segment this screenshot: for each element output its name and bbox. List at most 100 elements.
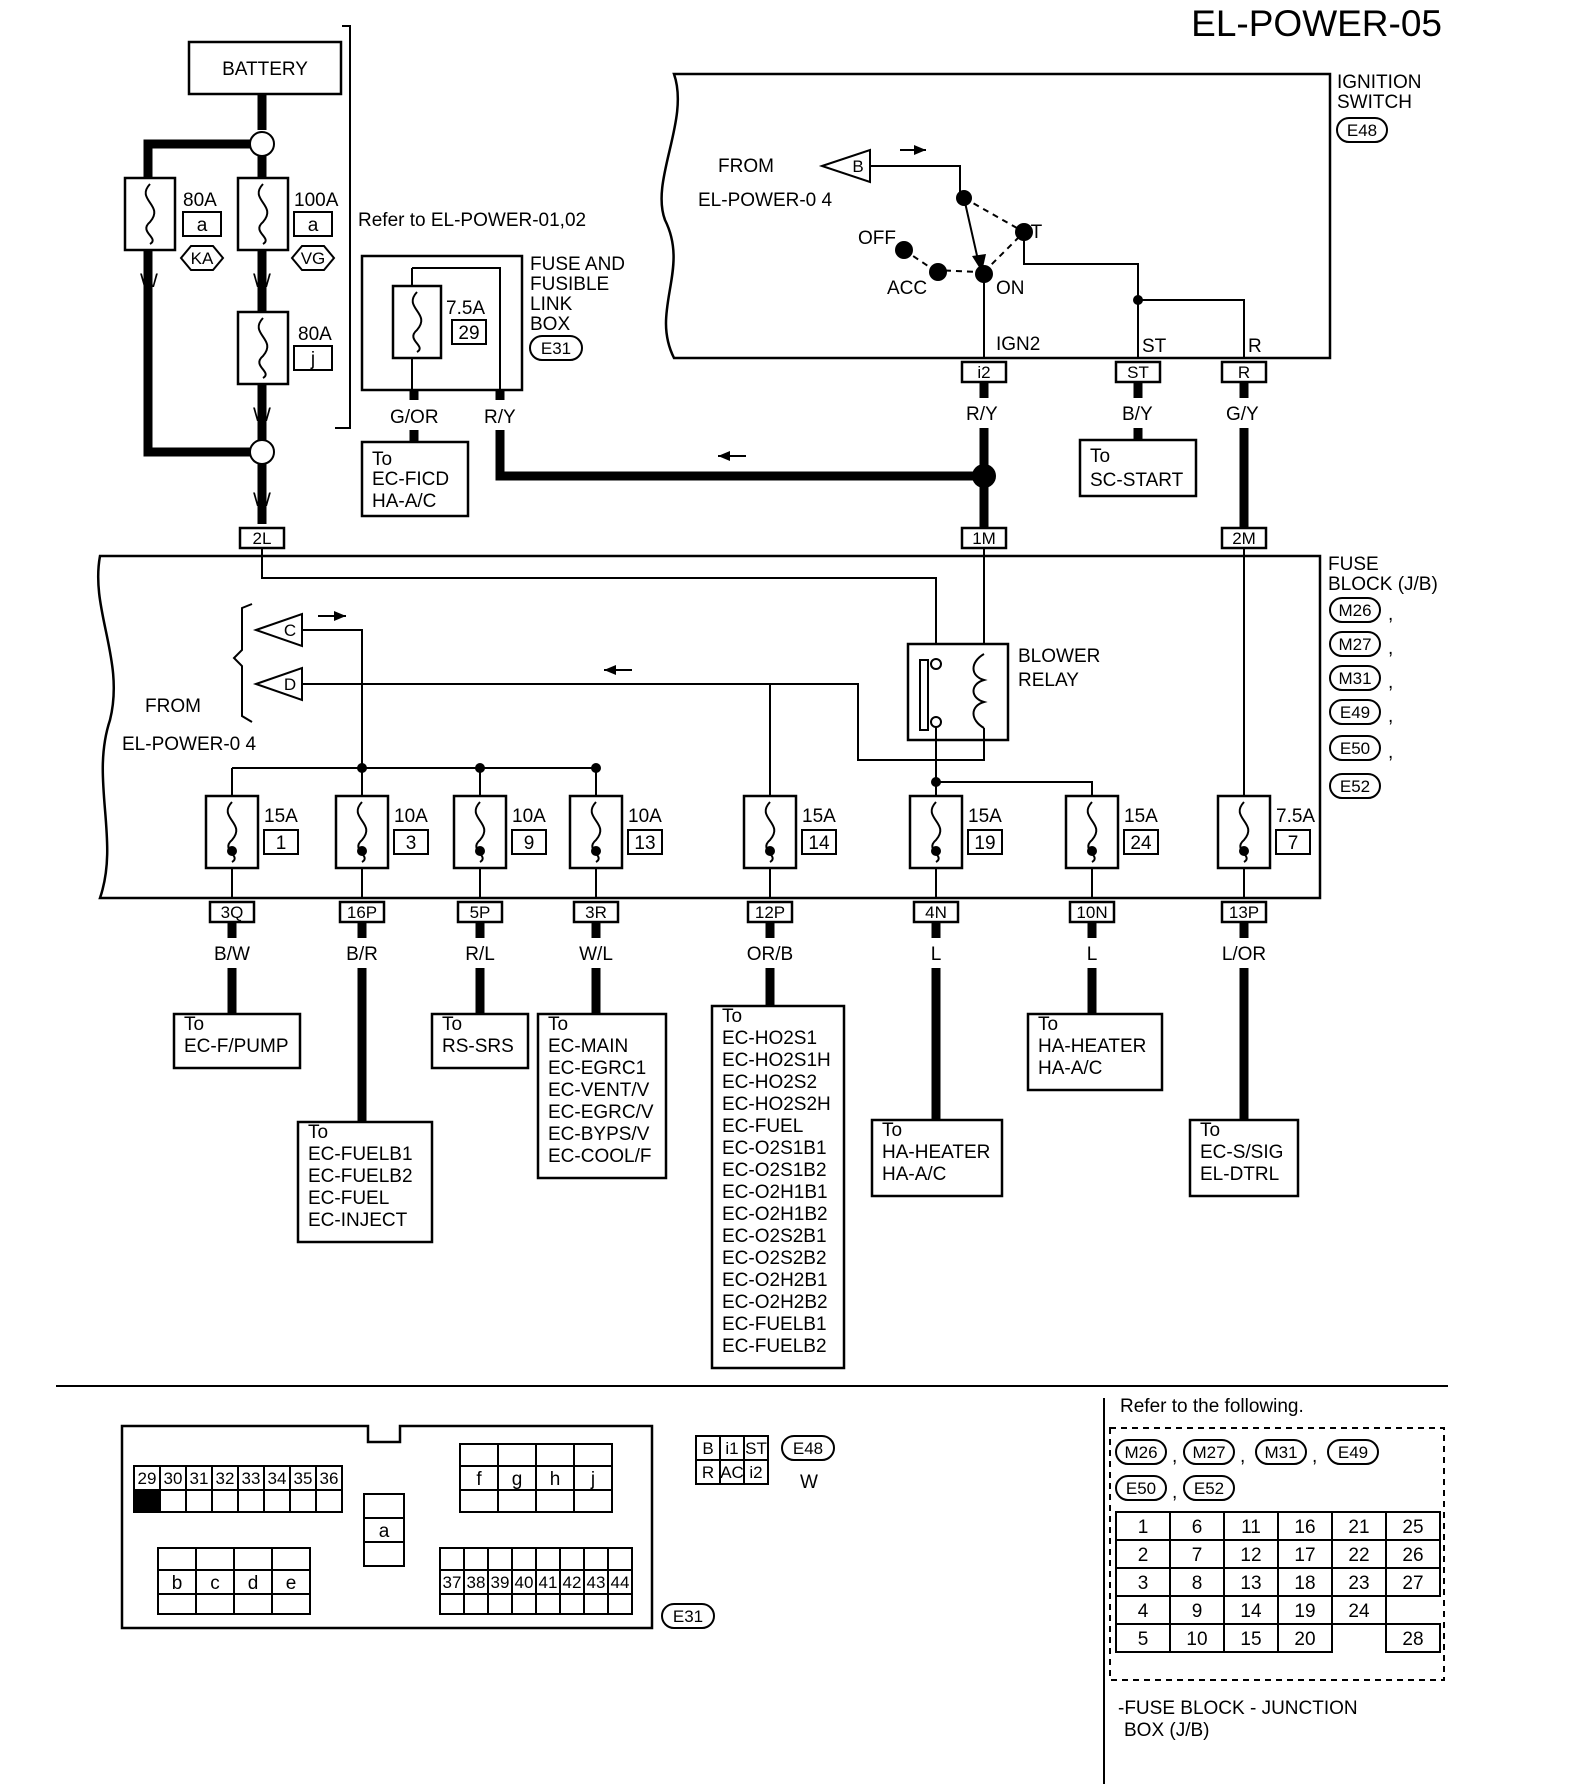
svg-text:j: j bbox=[310, 349, 315, 370]
dest-line: EC-FUELB1 bbox=[308, 1144, 413, 1165]
svg-text:BLOCK (J/B): BLOCK (J/B) bbox=[1328, 574, 1438, 595]
wire-color: L/OR bbox=[1222, 944, 1266, 965]
svg-text:W: W bbox=[253, 271, 271, 292]
dest-line: EC-F/PUMP bbox=[184, 1036, 289, 1057]
fuse-number: 13 bbox=[634, 833, 655, 854]
dest-line: RS-SRS bbox=[442, 1036, 514, 1057]
svg-text:FROM: FROM bbox=[145, 696, 201, 717]
svg-text:,: , bbox=[1240, 1446, 1245, 1467]
wire-to-jb: W bbox=[253, 490, 271, 511]
pin-label: 4 bbox=[1138, 1601, 1149, 1622]
pin-label: 3 bbox=[1138, 1573, 1149, 1594]
splice-upper bbox=[249, 131, 275, 157]
svg-text:BOX (J/B): BOX (J/B) bbox=[1124, 1720, 1210, 1741]
svg-text:R: R bbox=[1238, 363, 1250, 382]
dest-line: EC-HO2S1H bbox=[722, 1050, 831, 1071]
fuse-icon bbox=[411, 291, 423, 353]
splice-lower bbox=[249, 439, 275, 465]
pin-label: 15 bbox=[1240, 1629, 1261, 1650]
pin-label: 13P bbox=[1229, 903, 1259, 922]
tag-hexagon bbox=[290, 245, 336, 271]
battery-section: BATTERY 80A a KA W 100A a bbox=[123, 25, 351, 524]
dest-box bbox=[430, 1012, 530, 1070]
fuse-number: 24 bbox=[1130, 833, 1152, 854]
fuse-number: 7 bbox=[1288, 833, 1299, 854]
svg-text:,: , bbox=[1388, 672, 1393, 693]
dest-line: HA-A/C bbox=[1038, 1058, 1102, 1079]
svg-text:EL-POWER-0 4: EL-POWER-0 4 bbox=[122, 734, 257, 755]
pin-label: f bbox=[476, 1469, 482, 1490]
dest-line: EC-O2H1B1 bbox=[722, 1182, 828, 1203]
battery-label: BATTERY bbox=[222, 59, 308, 80]
pin-label: 25 bbox=[1402, 1517, 1423, 1538]
pin-label: 34 bbox=[268, 1469, 287, 1488]
svg-text:ST: ST bbox=[1018, 222, 1043, 243]
svg-text:a: a bbox=[197, 215, 208, 236]
fuse-icon bbox=[144, 183, 156, 245]
pin-label: 1 bbox=[1138, 1517, 1149, 1538]
pin-label: 19 bbox=[1294, 1601, 1315, 1622]
svg-text:IGN2: IGN2 bbox=[996, 334, 1040, 355]
dest-line: EC-FUEL bbox=[722, 1116, 803, 1137]
svg-text:E31: E31 bbox=[541, 339, 571, 358]
pin-label: 3R bbox=[585, 903, 607, 922]
dest-line: To bbox=[882, 1120, 902, 1141]
pin-label: 16 bbox=[1294, 1517, 1315, 1538]
dest-line: EC-O2S2B2 bbox=[722, 1248, 827, 1269]
fuse-bracket bbox=[335, 25, 351, 429]
svg-text:100A: 100A bbox=[294, 190, 339, 211]
pin-label: i1 bbox=[725, 1439, 738, 1458]
svg-text:Refer to the following.: Refer to the following. bbox=[1120, 1396, 1304, 1417]
svg-text:W: W bbox=[800, 1472, 818, 1493]
svg-text:D: D bbox=[284, 675, 296, 694]
dest-line: EC-EGRC1 bbox=[548, 1058, 646, 1079]
pin-label: 14 bbox=[1240, 1601, 1262, 1622]
dest-line: EC-COOL/F bbox=[548, 1146, 651, 1167]
fuse-amp: 10A bbox=[512, 806, 546, 827]
dest-line: EC-FUELB2 bbox=[722, 1336, 827, 1357]
svg-text:BLOWER: BLOWER bbox=[1018, 646, 1100, 667]
fuse-icon bbox=[474, 801, 486, 863]
pin-label: 2 bbox=[1138, 1545, 1149, 1566]
fuse-icon bbox=[1238, 801, 1250, 863]
dest-line: EC-FUELB1 bbox=[722, 1314, 827, 1335]
pin-label: 36 bbox=[320, 1469, 339, 1488]
fuse-icon bbox=[257, 183, 269, 245]
conn-label: M26 bbox=[1124, 1443, 1157, 1462]
fuse-number: 14 bbox=[808, 833, 830, 854]
pin-label: 21 bbox=[1348, 1517, 1369, 1538]
fuse-and-fusible-link-box: Refer to EL-POWER-01,02 7.5A 29 FUSE AND… bbox=[358, 210, 980, 518]
flow-arrow bbox=[604, 665, 616, 675]
pin-label: h bbox=[550, 1469, 561, 1490]
svg-text:M27: M27 bbox=[1338, 635, 1371, 654]
pin-label: AC bbox=[720, 1463, 744, 1482]
conn-label: M27 bbox=[1192, 1443, 1225, 1462]
ignition-switch: IGNITION SWITCH E48 FROM EL-POWER-0 4 B … bbox=[660, 72, 1421, 528]
svg-text:ON: ON bbox=[996, 278, 1025, 299]
wire-color: R/L bbox=[465, 944, 495, 965]
svg-text:W: W bbox=[253, 405, 271, 426]
svg-text:a: a bbox=[308, 215, 319, 236]
dest-line: EC-O2H2B1 bbox=[722, 1270, 828, 1291]
fuse-icon bbox=[764, 801, 776, 863]
wire-color: B/W bbox=[214, 944, 250, 965]
svg-text:E50: E50 bbox=[1340, 739, 1370, 758]
fuse-number: 1 bbox=[276, 833, 287, 854]
svg-text:FUSE AND: FUSE AND bbox=[530, 254, 625, 275]
svg-text:,: , bbox=[1172, 1482, 1177, 1503]
pin-label: 10 bbox=[1186, 1629, 1207, 1650]
svg-text:E31: E31 bbox=[673, 1607, 703, 1626]
pin-label: 11 bbox=[1241, 1517, 1261, 1538]
dest-box bbox=[172, 1012, 302, 1070]
pin-label: g bbox=[512, 1469, 523, 1490]
flow-arrow bbox=[718, 451, 730, 461]
dest-box-ficd bbox=[360, 440, 470, 518]
pin-label: 22 bbox=[1348, 1545, 1369, 1566]
refer-text: Refer to EL-POWER-01,02 bbox=[358, 210, 586, 231]
conn-label: E52 bbox=[1194, 1479, 1224, 1498]
flow-arrow bbox=[914, 145, 926, 155]
brace bbox=[232, 603, 253, 723]
dest-line: HA-HEATER bbox=[882, 1142, 990, 1163]
